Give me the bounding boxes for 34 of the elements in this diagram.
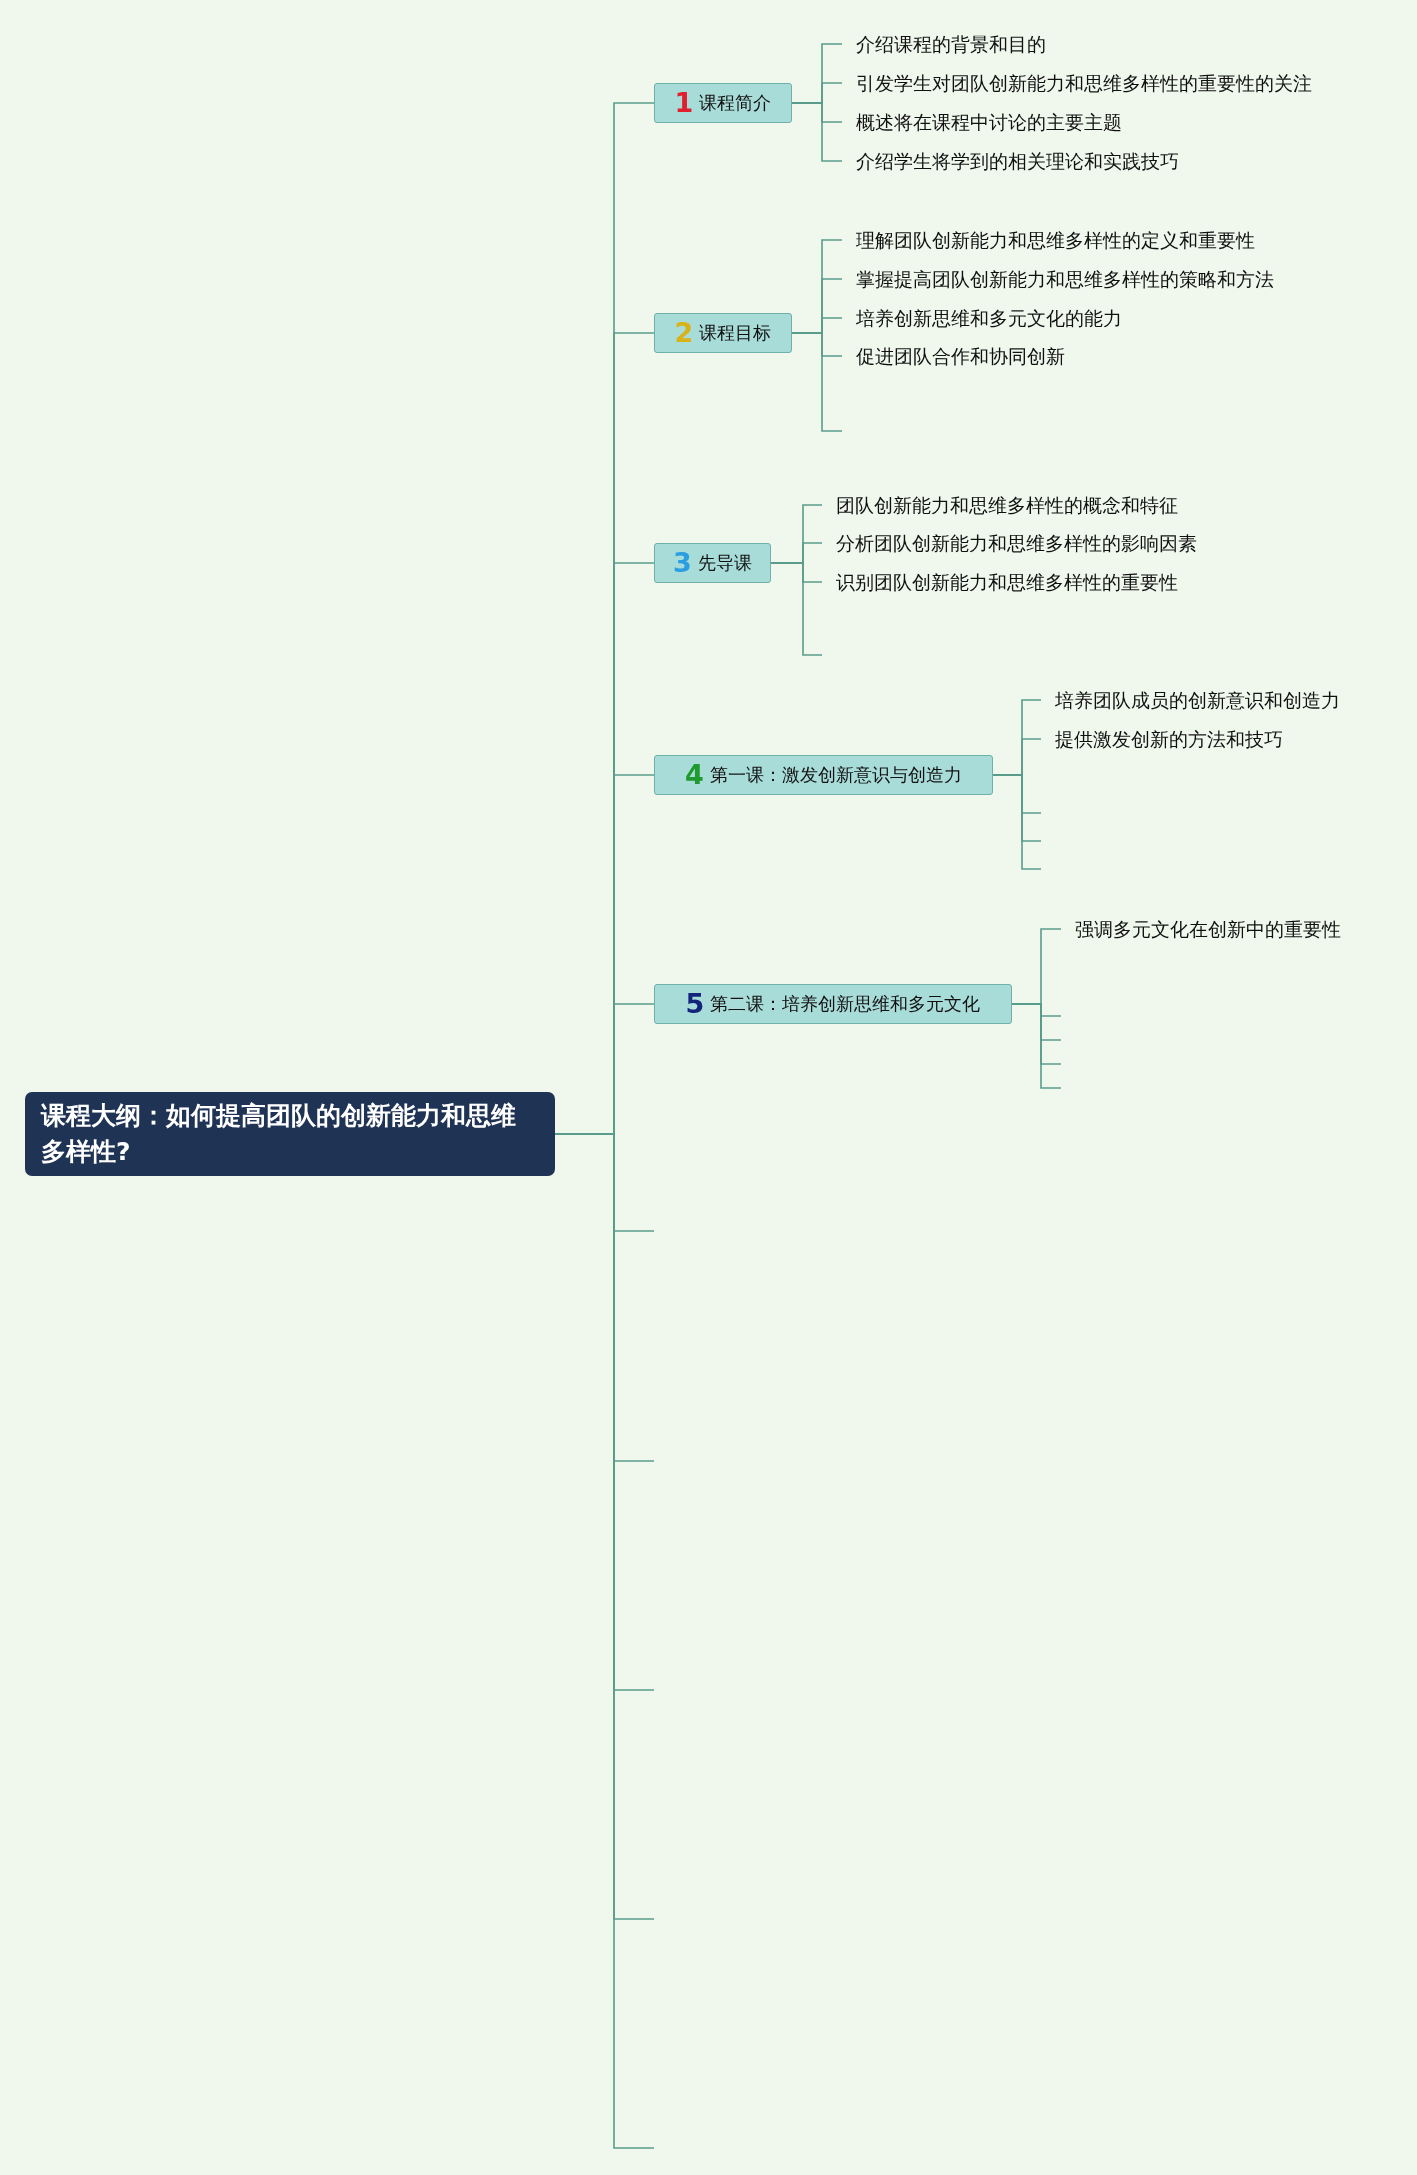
subtopic-text: 分析团队创新能力和思维多样性的影响因素 — [822, 532, 1197, 554]
topic-number: 4 — [685, 760, 704, 790]
topic-number: 1 — [674, 88, 694, 118]
connector-line — [791, 102, 843, 162]
topic-label: 第一课：激发创新意识与创造力 — [709, 763, 962, 787]
subtopic-text: 理解团队创新能力和思维多样性的定义和重要性 — [842, 229, 1255, 251]
topic-box — [654, 313, 792, 353]
topic-box — [654, 984, 1012, 1024]
subtopic-text: 培养团队成员的创新意识和创造力 — [1041, 689, 1340, 711]
subtopic-text: 介绍学生将学到的相关理论和实践技巧 — [842, 150, 1179, 172]
connector-line — [1011, 1003, 1062, 1089]
subtopic-text: 掌握提高团队创新能力和思维多样性的策略和方法 — [842, 268, 1274, 290]
topic-label: 先导课 — [697, 551, 752, 575]
topic-box — [654, 83, 792, 123]
topic-label: 课程简介 — [699, 91, 772, 115]
topic-number: 5 — [685, 989, 705, 1019]
subtopic-text: 识别团队创新能力和思维多样性的重要性 — [822, 571, 1178, 593]
topic-number: 2 — [674, 318, 694, 348]
subtopic-text: 强调多元文化在创新中的重要性 — [1061, 918, 1341, 940]
subtopic-text: 提供激发创新的方法和技巧 — [1041, 728, 1283, 750]
subtopic-text: 概述将在课程中讨论的主要主题 — [842, 111, 1122, 133]
topic-box — [654, 543, 771, 583]
topic-number: 3 — [673, 548, 692, 578]
central-topic-box: 课程大纲：如何提高团队的创新能力和思维多样性? — [25, 1092, 555, 1176]
subtopic-text: 引发学生对团队创新能力和思维多样性的重要性的关注 — [842, 72, 1312, 94]
connector-line — [791, 332, 843, 432]
subtopic-text: 介绍课程的背景和目的 — [842, 33, 1046, 55]
topic-label: 课程目标 — [699, 321, 772, 345]
subtopic-text: 培养创新思维和多元文化的能力 — [842, 307, 1122, 329]
subtopic-text: 团队创新能力和思维多样性的概念和特征 — [822, 494, 1178, 516]
topic-box — [654, 755, 993, 795]
subtopic-text: 促进团队合作和协同创新 — [842, 345, 1065, 367]
topic-label: 第二课：培养创新思维和多元文化 — [710, 992, 981, 1016]
connector-line — [992, 774, 1042, 870]
